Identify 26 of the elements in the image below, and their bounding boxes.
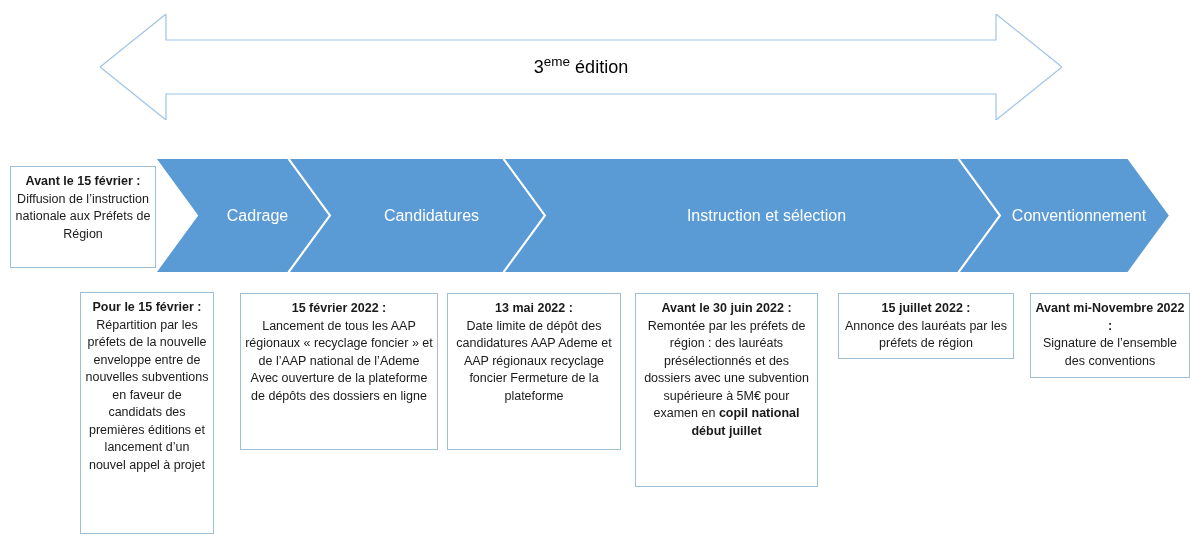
milestone-date: Avant le 30 juin 2022 : [661,300,792,317]
milestone-box [240,293,438,450]
milestone-text: Signature de l’ensemble des conventions [1041,335,1179,370]
milestone-date: Avant le 15 février : [25,173,141,190]
milestone-text: Remontée par les préfets de région : des lauréats présélectionnés et des dossiers avec une subvention supérieure à 5M€ pour examen en copil national début juillet [643,317,810,440]
milestone-text: Lancement de tous les AAP régionaux « recyclage foncier » et de l’AAP national de l’Ademe Avec ouverture de la plateforme de dépôts des dossiers en ligne [245,317,433,405]
milestone-box [1030,293,1190,378]
milestone-date: 15 février 2022 : [291,300,387,317]
milestone-box [10,166,156,268]
phase-label: Instruction et sélection [685,205,847,226]
milestone-text: Répartition par les préfets de la nouvelle enveloppe entre de nouvelles subventions en faveur de candidats des premières éditions et lancement d’un nouvel appel à projet [85,316,209,474]
phase-label: Cadrage [225,205,289,226]
milestone-box [635,293,818,487]
milestone-date: 15 juillet 2022 : [881,300,971,317]
milestone-date: Avant mi-Novembre 2022 : [1035,300,1185,335]
milestone-text: Date limite de dépôt des candidatures AAP Ademe et AAP régionaux recyclage foncier Fermeture de la plateforme [455,317,613,405]
milestone-text: Annonce des lauréats par les préfets de région [844,317,1008,352]
milestone-date: Pour le 15 février : [92,299,202,316]
milestone-box [838,293,1014,359]
milestone-box [447,293,621,450]
milestone-date: 13 mai 2022 : [495,300,573,317]
milestone-text: Diffusion de l’instruction nationale aux Préfets de Région [15,190,151,243]
milestone-box [80,292,214,534]
phase-label: Conventionnement [1010,205,1147,226]
phase-label: Candidatures [382,205,480,226]
edition-label: 3$^{eme}$ édition [533,53,629,79]
